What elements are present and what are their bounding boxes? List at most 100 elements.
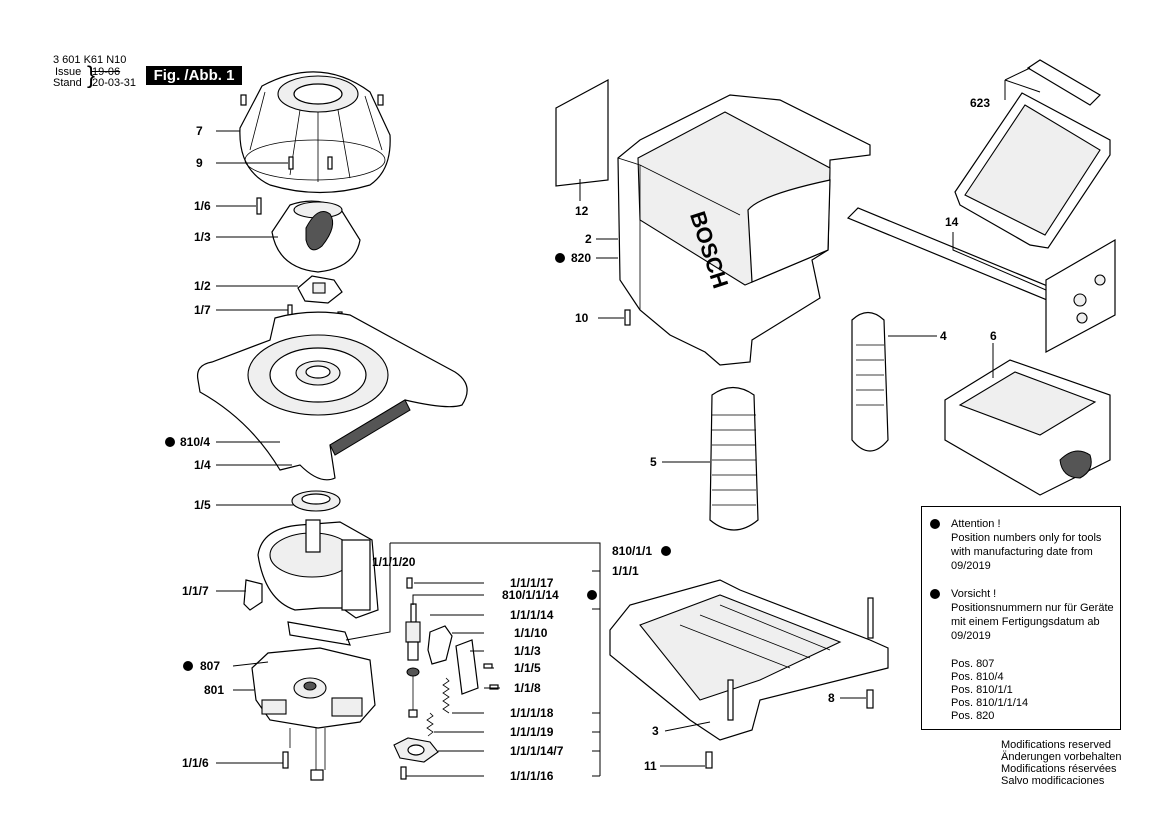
cover-part-623 (954, 59, 1111, 249)
callout-1-1-5: 1/1/5 (514, 661, 541, 675)
callout-9: 9 (196, 156, 203, 170)
callout-810-4: 810/4 (180, 435, 210, 449)
callout-820: 820 (571, 251, 591, 265)
note-de-line: mit einem Fertigungsdatum ab (951, 616, 1100, 628)
stand-label: Stand (53, 77, 82, 89)
issue-value: 19-06 (92, 66, 121, 78)
note-de-line: Positionsnummern nur für Geräte (951, 602, 1114, 614)
label-sheet-part-12 (555, 78, 609, 187)
cable-part-1-1-7 (243, 579, 263, 611)
note-pos-item: Pos. 820 (951, 710, 995, 722)
callout-8: 8 (828, 691, 835, 705)
screw-part-1-1-1-17 (406, 577, 413, 589)
note-en-line: Position numbers only for tools (951, 532, 1102, 544)
callout-1-1-1-19: 1/1/1/19 (510, 725, 554, 739)
attention-dot-icon (930, 589, 940, 599)
note-de-title: Vorsicht ! (951, 588, 997, 600)
screw-part-8 (866, 689, 874, 709)
gasket-part-1-1-1-14-7 (393, 737, 439, 763)
callout-7: 7 (196, 124, 203, 138)
sensor-part-1-1-1-14 (405, 603, 421, 718)
callout-2: 2 (585, 232, 592, 246)
note-pos-item: Pos. 810/1/1 (951, 684, 1013, 696)
callout-807: 807 (200, 659, 220, 673)
callout-623: 623 (970, 96, 990, 110)
screw-part-1-6 (256, 197, 262, 215)
note-en-title: Attention ! (951, 518, 1001, 530)
screw-part-10 (624, 309, 631, 326)
callout-3: 3 (652, 724, 659, 738)
modifications-notice: Modifications reserved Änderungen vorbeh… (1001, 739, 1121, 787)
callout-810-1-1: 810/1/1 (612, 544, 652, 558)
callout-14: 14 (945, 215, 959, 229)
note-pos-item: Pos. 807 (951, 658, 995, 670)
screw-part-1-1-5 (483, 663, 493, 669)
callout-1-1-1: 1/1/1 (612, 564, 639, 578)
note-pos-item: Pos. 810/1/1/14 (951, 697, 1029, 709)
bracket-icon: } (87, 62, 96, 89)
callout-12: 12 (575, 204, 589, 218)
battery-box-part-6 (944, 359, 1111, 496)
motor-assembly-part-1-1-1 (257, 519, 379, 646)
bottom-base-part-3 (609, 579, 889, 741)
callout-1-1-10: 1/1/10 (514, 626, 548, 640)
spring-part-1-1-1-19 (426, 712, 434, 737)
mount-part-1-2 (297, 275, 343, 304)
screw-part-1-1-6 (282, 751, 289, 769)
callout-11: 11 (644, 759, 657, 773)
callout-1-3: 1/3 (194, 230, 211, 244)
callout-1-1-3: 1/1/3 (514, 644, 541, 658)
leader-lines (216, 67, 1047, 767)
head-cover-part-7 (239, 71, 391, 194)
callout-1-1-1-20: 1/1/1/20 (372, 555, 416, 569)
callout-1-1-1-17: 1/1/1/17 (510, 576, 554, 590)
bracket-part-1-1-10 (427, 625, 453, 665)
modifications-line: Modifications reserved (1001, 739, 1112, 751)
callout-1-1-1-16: 1/1/1/16 (510, 769, 554, 783)
attention-note-box: Attention ! Position numbers only for to… (921, 506, 1121, 730)
screw-icon (240, 94, 384, 106)
base-housing-part-1-4 (196, 311, 468, 481)
note-pos-item: Pos. 810/4 (951, 671, 1004, 683)
callout-10: 10 (575, 311, 589, 325)
note-de-line: 09/2019 (951, 630, 991, 642)
attention-dot-icon (555, 253, 565, 263)
callout-1-2: 1/2 (194, 279, 211, 293)
callout-1-1-6: 1/1/6 (182, 756, 209, 770)
modifications-line: Änderungen vorbehalten (1001, 751, 1122, 763)
bellows-part-4 (851, 311, 889, 452)
callout-1-1-1-14: 1/1/1/14 (510, 608, 554, 622)
callout-1-1-7: 1/1/7 (182, 584, 209, 598)
callout-1-7: 1/7 (194, 303, 211, 317)
bellows-part-5 (709, 386, 759, 531)
attention-dot-icon (661, 546, 671, 556)
callout-5: 5 (650, 455, 657, 469)
flex-cable-part-14 (846, 207, 1116, 354)
callout-1-1-1-18: 1/1/1/18 (510, 706, 554, 720)
issue-label: Issue (55, 66, 82, 78)
spring-part-1-1-1-18 (442, 677, 450, 714)
note-en-line: 09/2019 (951, 560, 991, 572)
doc-number: 3 601 K61 N10 (53, 54, 127, 66)
callout-4: 4 (940, 329, 947, 343)
figure-label: Fig. /Abb. 1 (146, 66, 242, 85)
attention-dot-icon (165, 437, 175, 447)
attention-dot-icon (930, 519, 940, 529)
callout-810-1-1-14: 810/1/1/14 (502, 588, 559, 602)
circuit-board-part-801 (251, 647, 376, 781)
callout-1-6: 1/6 (194, 199, 211, 213)
attention-dot-icon (587, 590, 597, 600)
screw-part-9 (288, 156, 333, 170)
main-housing-part-2 (617, 94, 871, 366)
ring-part-1-5 (291, 490, 341, 512)
modifications-line: Salvo modificaciones (1001, 775, 1105, 787)
plate-part-1-1-3 (455, 639, 479, 695)
callout-1-4: 1/4 (194, 458, 211, 472)
callout-1-1-8: 1/1/8 (514, 681, 541, 695)
stand-value: 20-03-31 (92, 77, 137, 89)
screw-part-11 (705, 751, 713, 769)
callout-1-1-1-14-7: 1/1/1/14/7 (510, 744, 564, 758)
callout-1-5: 1/5 (194, 498, 211, 512)
modifications-line: Modifications réservées (1001, 763, 1117, 775)
